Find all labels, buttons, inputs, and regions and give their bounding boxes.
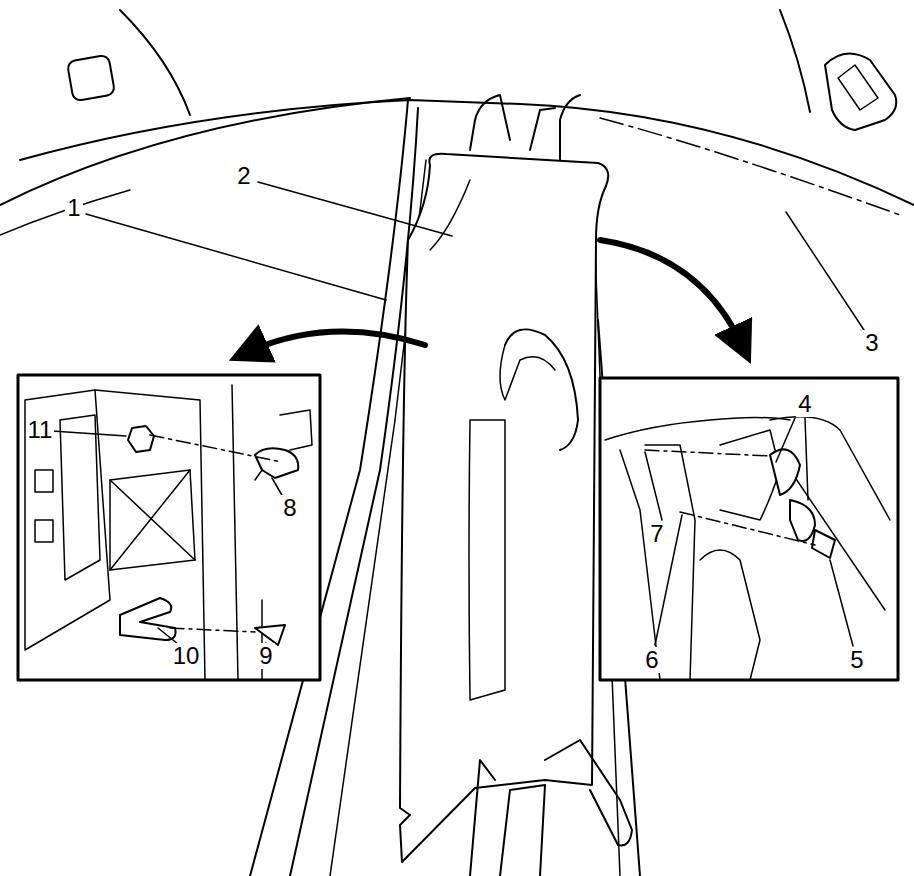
direction-arrow xyxy=(600,240,742,345)
callout-number: 5 xyxy=(848,647,865,673)
pillar-trim-panel xyxy=(400,154,632,876)
callout-number: 9 xyxy=(257,643,274,669)
callout-number: 10 xyxy=(171,643,202,669)
callout-number: 3 xyxy=(863,330,880,356)
callout-number: 4 xyxy=(796,391,813,417)
direction-arrow xyxy=(248,332,425,352)
callout-number: 8 xyxy=(281,495,298,521)
callout-number: 6 xyxy=(643,647,660,673)
callout-number: 2 xyxy=(235,163,252,189)
callout-number: 11 xyxy=(26,417,55,443)
clip-detail-inset xyxy=(18,375,320,680)
callout-number: 7 xyxy=(648,521,665,547)
callout-number: 1 xyxy=(65,195,82,221)
leader-lines xyxy=(86,182,864,330)
clip-detail-inset xyxy=(600,378,898,680)
